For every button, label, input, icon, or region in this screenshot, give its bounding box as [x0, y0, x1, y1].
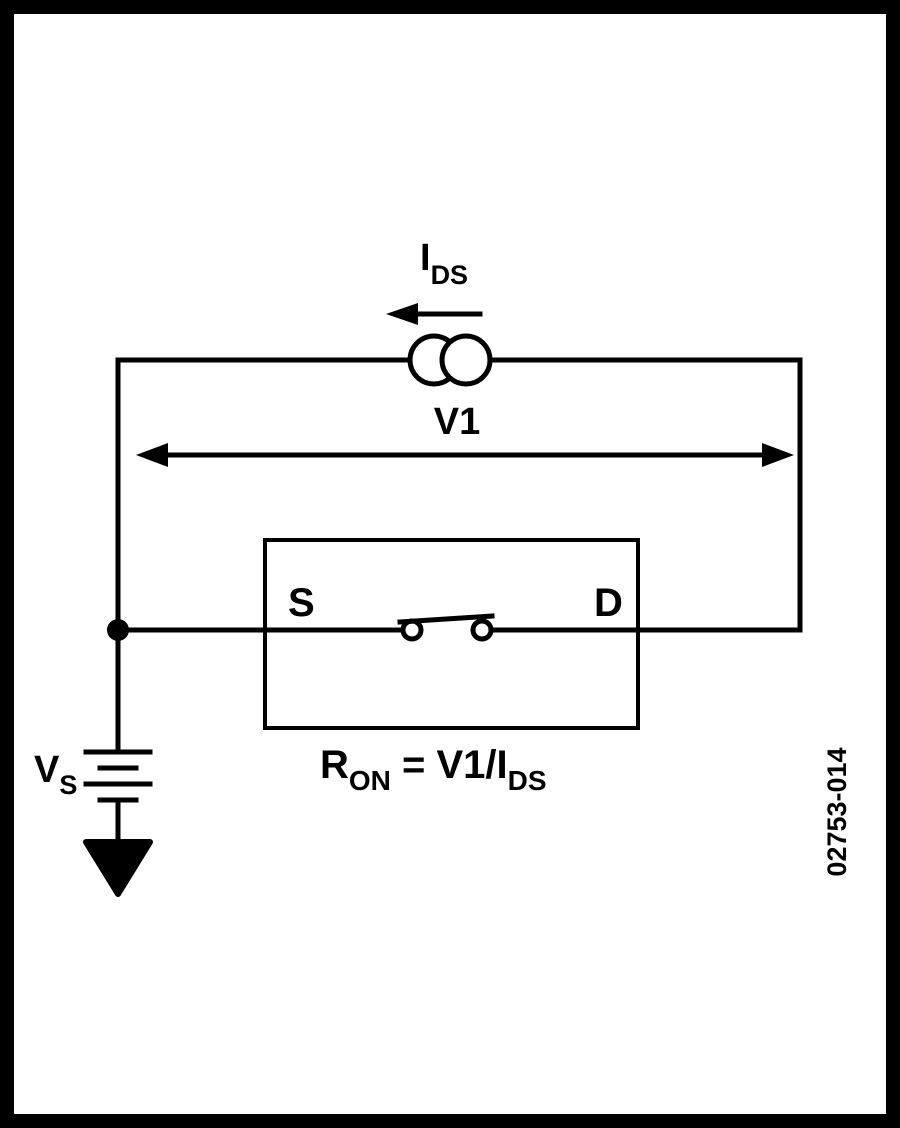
- ids-arrow: [386, 303, 483, 325]
- v1-arrowhead-right: [762, 443, 794, 467]
- drain-terminal-label: D: [594, 581, 623, 625]
- diagram-background: [14, 14, 886, 1114]
- ids-arrowhead: [386, 303, 418, 325]
- switch-throw-circle: [470, 618, 494, 642]
- v1-arrowhead-left: [136, 443, 168, 467]
- source-terminal-label: S: [288, 581, 315, 625]
- dut-box: [263, 538, 640, 730]
- formula-label: RON = V1/IDS: [320, 743, 547, 796]
- junction-dot: [107, 619, 129, 641]
- v1-label: V1: [434, 401, 480, 443]
- switch-lever: [397, 613, 495, 625]
- ids-label-main: I: [420, 237, 431, 279]
- ids-label-subscript: DS: [431, 260, 469, 290]
- current-source-symbol: [407, 333, 493, 387]
- vs-label-subscript: S: [59, 770, 77, 800]
- formula-ids-subscript: DS: [508, 765, 547, 796]
- ids-label: IDS: [420, 237, 468, 290]
- formula-r-subscript: ON: [349, 765, 391, 796]
- ground-symbol: [83, 839, 153, 897]
- vs-label-main: V: [34, 749, 60, 791]
- current-source-circle-right: [439, 333, 493, 387]
- vs-label: VS: [34, 749, 77, 800]
- formula-r: R: [320, 743, 349, 787]
- formula-equals-v1-over-i: = V1/I: [391, 743, 508, 787]
- switch-symbol: [397, 613, 495, 642]
- figure-code-label: 02753-014: [822, 747, 852, 876]
- v1-measure-arrow: [136, 443, 794, 467]
